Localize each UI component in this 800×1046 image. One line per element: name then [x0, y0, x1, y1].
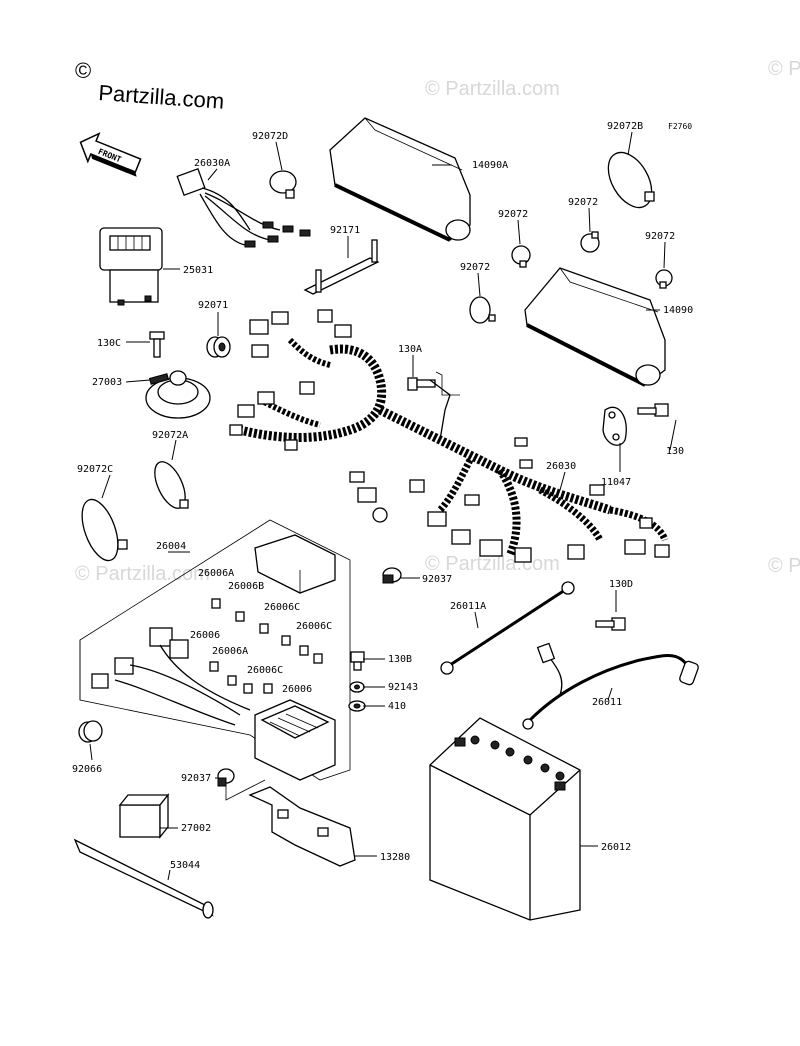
- bolt-130D-icon: [595, 617, 626, 631]
- part-label-26006A-lower[interactable]: 26006A: [212, 646, 248, 657]
- brand-header[interactable]: © Partzilla.com: [75, 58, 225, 114]
- grommet-92071-icon: [206, 336, 231, 358]
- part-label-92071[interactable]: 92071: [198, 300, 228, 311]
- watermark-mid-right: © Partzilla.com: [768, 555, 800, 577]
- front-direction-arrow: FRONT: [79, 132, 142, 177]
- clamp-92037-upper-icon: [382, 567, 402, 584]
- cable-26011-icon: [522, 642, 699, 730]
- part-label-130[interactable]: 130: [666, 446, 684, 457]
- part-label-26011[interactable]: 26011: [592, 697, 622, 708]
- band-92072C-icon: [81, 498, 128, 562]
- band-92072B-icon: [607, 151, 655, 209]
- bolt-130C-icon: [149, 331, 165, 358]
- band-92072-right-top-icon: [511, 245, 531, 268]
- part-label-92072-right-top[interactable]: 92072: [498, 209, 528, 220]
- part-label-26006-upper[interactable]: 26006: [190, 630, 220, 641]
- horn-27003-icon: [145, 370, 211, 419]
- part-shapes: [73, 117, 699, 921]
- part-label-92037-upper[interactable]: 92037: [422, 574, 452, 585]
- band-92072A-icon: [154, 461, 189, 509]
- part-label-26012[interactable]: 26012: [601, 842, 631, 853]
- part-label-27003[interactable]: 27003: [92, 377, 122, 388]
- part-label-130D[interactable]: 130D: [609, 579, 633, 590]
- part-label-26006B[interactable]: 26006B: [228, 581, 264, 592]
- part-label-92072-right-mid[interactable]: 92072: [568, 197, 598, 208]
- part-label-410[interactable]: 410: [388, 701, 406, 712]
- part-label-26004[interactable]: 26004: [156, 541, 186, 552]
- part-label-26006-lower[interactable]: 26006: [282, 684, 312, 695]
- part-label-26030[interactable]: 26030: [546, 461, 576, 472]
- bolt-130A-icon: [407, 377, 436, 391]
- meter-25031-icon: [99, 227, 163, 306]
- part-label-92066[interactable]: 92066: [72, 764, 102, 775]
- cap-92066-icon: [78, 720, 103, 743]
- washer-92143-icon: [349, 681, 365, 693]
- bolt-130B-icon: [350, 651, 365, 671]
- part-label-14090[interactable]: 14090: [663, 305, 693, 316]
- part-label-26006A-upper[interactable]: 26006A: [198, 568, 234, 579]
- part-label-26006C-right[interactable]: 26006C: [296, 621, 332, 632]
- cover-14090-icon: [524, 267, 666, 387]
- part-label-53044[interactable]: 53044: [170, 860, 200, 871]
- tube-53044-icon: [73, 838, 214, 919]
- fuse-harness-icon: [91, 627, 336, 781]
- band-92072D-icon: [269, 170, 297, 199]
- main-harness-26030-icon: [229, 309, 670, 563]
- bracket-13280-icon: [248, 786, 356, 867]
- battery-26012-icon: [429, 717, 581, 921]
- part-labels: 92072D 26030A 14090A 92072B 92072 92072 …: [72, 121, 693, 871]
- part-label-92072A[interactable]: 92072A: [152, 430, 188, 441]
- part-label-25031[interactable]: 25031: [183, 265, 213, 276]
- watermark-top-right: © Partzilla.com: [768, 58, 800, 80]
- part-label-26011A[interactable]: 26011A: [450, 601, 486, 612]
- band-92072-far-right-icon: [655, 269, 673, 289]
- band-92072-right-mid-icon: [580, 231, 600, 253]
- part-label-130B[interactable]: 130B: [388, 654, 412, 665]
- part-label-92072-far-right[interactable]: 92072: [645, 231, 675, 242]
- brand-name: Partzilla.com: [98, 80, 225, 114]
- part-label-13280[interactable]: 13280: [380, 852, 410, 863]
- band-92072-left-icon: [469, 296, 496, 324]
- part-label-14090A[interactable]: 14090A: [472, 160, 508, 171]
- part-label-92037-lower[interactable]: 92037: [181, 773, 211, 784]
- part-label-130C[interactable]: 130C: [97, 338, 121, 349]
- part-label-26006C-lower[interactable]: 26006C: [247, 665, 283, 676]
- part-label-92072-left[interactable]: 92072: [460, 262, 490, 273]
- part-label-92143[interactable]: 92143: [388, 682, 418, 693]
- part-label-92171[interactable]: 92171: [330, 225, 360, 236]
- watermark-layer: © Partzilla.com © Partzilla.com © Partzi…: [75, 58, 800, 585]
- bolt-130-icon: [637, 403, 669, 417]
- part-label-26006C-upper[interactable]: 26006C: [264, 602, 300, 613]
- part-label-92072D[interactable]: 92072D: [252, 131, 288, 142]
- part-label-11047[interactable]: 11047: [601, 477, 631, 488]
- bracket-92171-icon: [303, 239, 380, 295]
- part-label-26030A[interactable]: 26030A: [194, 158, 230, 169]
- part-label-27002[interactable]: 27002: [181, 823, 211, 834]
- watermark-top-center: © Partzilla.com: [425, 78, 560, 100]
- fuse-box-cover-icon: [254, 534, 336, 594]
- leader-lines: [89, 131, 677, 881]
- part-label-92072C[interactable]: 92072C: [77, 464, 113, 475]
- part-label-130A[interactable]: 130A: [398, 344, 422, 355]
- figure-code: F2760: [668, 122, 692, 131]
- relay-27002-icon: [118, 793, 170, 839]
- washer-410-icon: [348, 700, 366, 712]
- fuses-icon: [209, 598, 323, 694]
- copyright-mark: ©: [75, 58, 91, 83]
- fuse-harness-26004-frame: [79, 519, 351, 781]
- cable-26011A-icon: [440, 581, 575, 675]
- sub-harness-26030A-icon: [176, 168, 311, 248]
- bracket-11047-icon: [602, 406, 627, 446]
- cover-14090A-icon: [329, 117, 471, 242]
- part-label-92072B[interactable]: 92072B: [607, 121, 643, 132]
- watermark-mid-left: © Partzilla.com: [75, 563, 210, 585]
